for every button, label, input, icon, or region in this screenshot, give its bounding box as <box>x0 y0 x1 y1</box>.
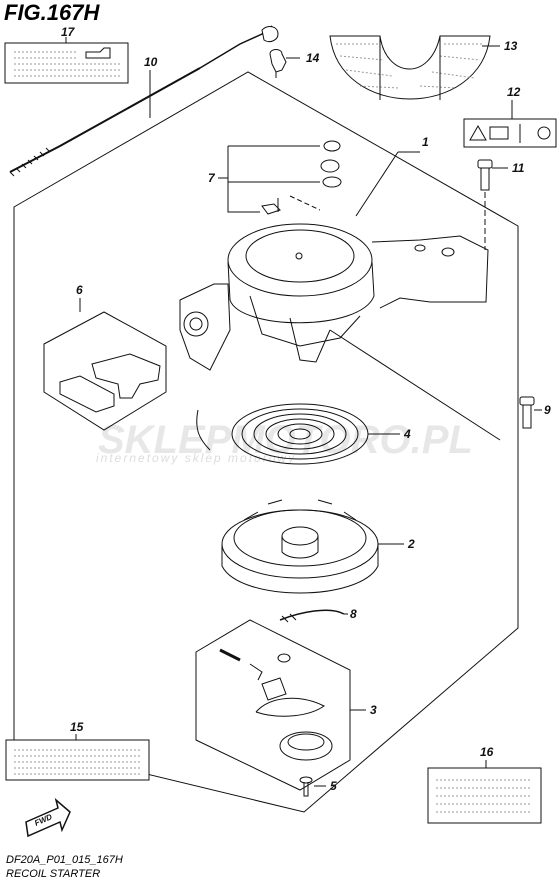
fwd-arrow-icon <box>25 797 71 838</box>
pull-handle-icon <box>537 126 551 140</box>
part-14-clip <box>269 49 300 78</box>
part-12-warning-label <box>463 100 557 148</box>
callout-11: 11 <box>512 161 525 175</box>
callout-4: 4 <box>403 427 411 441</box>
part-3-ratchet-kit <box>195 619 366 791</box>
callout-1: 1 <box>422 135 429 149</box>
manual-book-icon <box>489 126 509 140</box>
callout-3: 3 <box>370 703 377 717</box>
callout-12: 12 <box>507 85 521 99</box>
part-4-spiral-spring <box>196 403 400 465</box>
callout-14: 14 <box>306 51 320 65</box>
part-6-starter-handle <box>43 298 167 431</box>
callout-2: 2 <box>407 537 415 551</box>
callout-16: 16 <box>480 745 494 759</box>
callout-9: 9 <box>544 403 551 417</box>
callout-7: 7 <box>208 171 216 185</box>
watermark-tagline: internetowy sklep motorowy <box>96 451 297 465</box>
callout-6: 6 <box>76 283 83 297</box>
figure-code: DF20A_P01_015_167H RECOIL STARTER <box>6 853 123 881</box>
label-15 <box>5 734 150 781</box>
callout-numbers: 17 10 14 13 12 1 11 7 6 9 4 2 8 3 15 16 … <box>33 25 551 828</box>
warning-triangle-icon <box>469 124 487 141</box>
part-2-reel <box>221 499 404 594</box>
label-17 <box>4 37 129 84</box>
assembly-outline <box>13 71 519 813</box>
part-11-bolt <box>477 159 508 250</box>
figure-caption: RECOIL STARTER <box>6 868 101 880</box>
part-9-bolt <box>519 396 542 429</box>
drawing-code: DF20A_P01_015_167H <box>6 854 123 866</box>
part-5-screw <box>299 776 326 797</box>
callout-17: 17 <box>61 25 76 39</box>
part-10-choke-cable <box>9 25 279 177</box>
label-16 <box>427 760 542 824</box>
part-7-fittings <box>218 140 342 215</box>
callout-13: 13 <box>504 39 518 53</box>
callout-10: 10 <box>144 55 158 69</box>
callout-5: 5 <box>330 779 337 793</box>
part-1-starter-case <box>179 151 501 441</box>
figure-title: FIG.167H <box>4 0 100 25</box>
watermark-brand: SKLEPMOTORO.PL <box>98 418 473 462</box>
part-13-decal <box>329 35 500 100</box>
callout-15: 15 <box>70 720 84 734</box>
callout-8: 8 <box>350 607 357 621</box>
oil-can-icon <box>85 47 111 59</box>
part-8-rope <box>279 609 348 623</box>
